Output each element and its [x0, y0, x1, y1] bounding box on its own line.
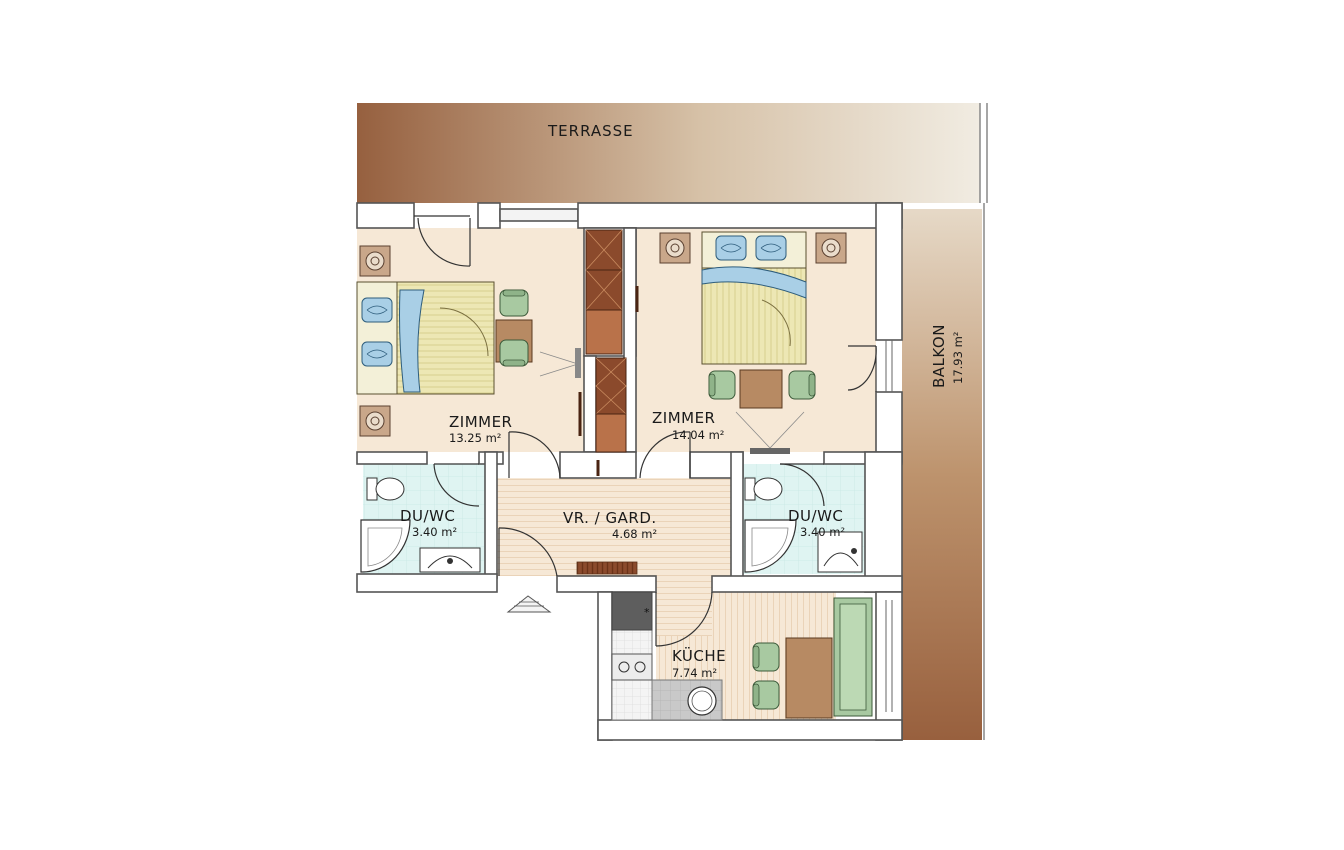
sink-left [419, 547, 481, 573]
room-left-area: 13.25 m² [449, 431, 501, 445]
kitchen-name: KÜCHE [672, 646, 726, 665]
svg-text:*: * [644, 606, 650, 619]
balcony-area [902, 209, 982, 740]
kitchen-table [785, 637, 833, 719]
hall-floor [497, 478, 737, 576]
kitchen-bench [833, 597, 873, 717]
bath-right-area: 3.40 m² [800, 525, 845, 539]
terrace-label: TERRASSE [547, 122, 634, 140]
toilet-left [366, 477, 405, 501]
toilet-right [744, 477, 783, 501]
entrance-arrow-icon [506, 595, 552, 613]
hall-name: VR. / GARD. [563, 509, 657, 527]
shoe-rack [576, 561, 638, 575]
kitchen-area: 7.74 m² [672, 666, 717, 680]
bath-left-name: DU/WC [400, 507, 455, 525]
hall-area: 4.68 m² [612, 527, 657, 541]
balcony-area-label: 17.93 m² [951, 332, 965, 384]
wardrobe-upper [585, 229, 623, 355]
shower-right [744, 519, 797, 573]
room-right-area: 14.04 m² [672, 428, 724, 442]
bath-left-area: 3.40 m² [412, 525, 457, 539]
balcony-label: BALKON [930, 324, 948, 388]
table-right [739, 369, 783, 409]
sink-right [817, 531, 863, 573]
room-right-name: ZIMMER [652, 409, 715, 427]
kitchen-counter: * [611, 591, 723, 721]
wardrobe-lower [595, 357, 627, 453]
room-left-name: ZIMMER [449, 413, 512, 431]
bath-right-name: DU/WC [788, 507, 843, 525]
shower-left [360, 519, 411, 573]
terrace-area [357, 103, 980, 203]
